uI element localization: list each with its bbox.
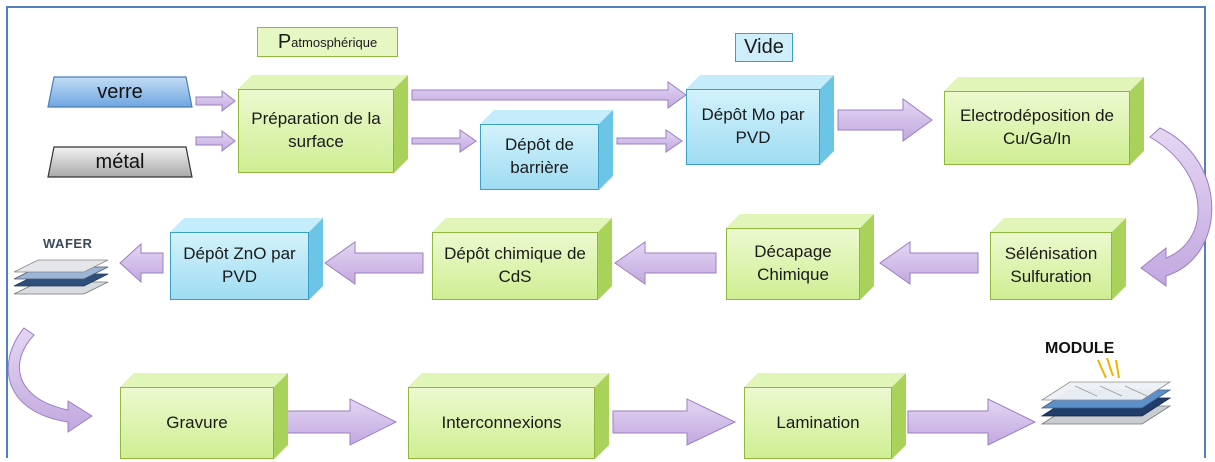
box-lamination: Lamination [744,373,906,459]
arrow-preparation-to-depot-mo [411,81,687,109]
metal-input-shape [47,146,193,178]
arrow-selenisation-to-decapage [879,241,979,285]
box-decapage: Décapage Chimique [726,214,874,300]
curved-arrow-right [1140,127,1213,287]
arrow-depot-cds-to-depot-zno [324,241,424,285]
arrow-metal-to-preparation [195,129,236,153]
box-depot-zno-label: Dépôt ZnO par PVD [170,232,309,300]
pressure-symbol: P [277,30,292,53]
arrow-gravure-to-interconnexions [283,398,398,446]
box-depot-mo-label: Dépôt Mo par PVD [686,89,820,165]
solar-module-icon [1040,357,1172,425]
wafer-label: WAFER [43,236,93,251]
arrow-depot-mo-to-electrodeposition [837,98,933,142]
box-selenisation: Sélénisation Sulfuration [990,218,1126,300]
box-gravure: Gravure [120,373,288,459]
vacuum-label-text: Vide [744,36,784,58]
box-preparation-label: Préparation de la surface [238,89,394,173]
module-label: MODULE [1045,340,1115,357]
arrow-barriere-to-depot-mo [616,129,683,153]
arrow-interconnexions-to-lamination [612,398,737,446]
arrow-depot-zno-to-wafer [119,242,164,284]
box-preparation: Préparation de la surface [238,75,408,173]
box-gravure-label: Gravure [120,387,274,459]
box-depot-cds-label: Dépôt chimique de CdS [432,232,598,300]
sun-rays-icon [1097,357,1120,379]
box-selenisation-label: Sélénisation Sulfuration [990,232,1112,300]
arrow-verre-to-preparation [195,89,236,113]
wafer-stack-icon [13,259,109,295]
metal-input-label: métal [95,150,145,173]
verre-input-label: verre [97,80,143,103]
box-electrodeposition: Electrodéposition de Cu/Ga/In [944,77,1144,165]
arrow-decapage-to-depot-cds [614,241,717,285]
box-electrodeposition-label: Electrodéposition de Cu/Ga/In [944,91,1130,165]
box-interconnexions-label: Interconnexions [408,387,595,459]
pressure-subscript: atmosphérique [291,34,378,50]
arrow-preparation-to-barriere [411,129,477,153]
box-barriere-label: Dépôt de barrière [480,124,599,190]
box-barriere: Dépôt de barrière [480,110,613,190]
curved-arrow-left [7,327,93,433]
box-lamination-label: Lamination [744,387,892,459]
box-depot-zno: Dépôt ZnO par PVD [170,218,323,300]
box-interconnexions: Interconnexions [408,373,609,459]
box-depot-cds: Dépôt chimique de CdS [432,218,612,300]
verre-input-shape [47,76,193,108]
arrow-lamination-to-module [907,398,1037,446]
vacuum-label: Vide [735,33,793,62]
box-depot-mo: Dépôt Mo par PVD [686,75,834,165]
box-decapage-label: Décapage Chimique [726,228,860,300]
